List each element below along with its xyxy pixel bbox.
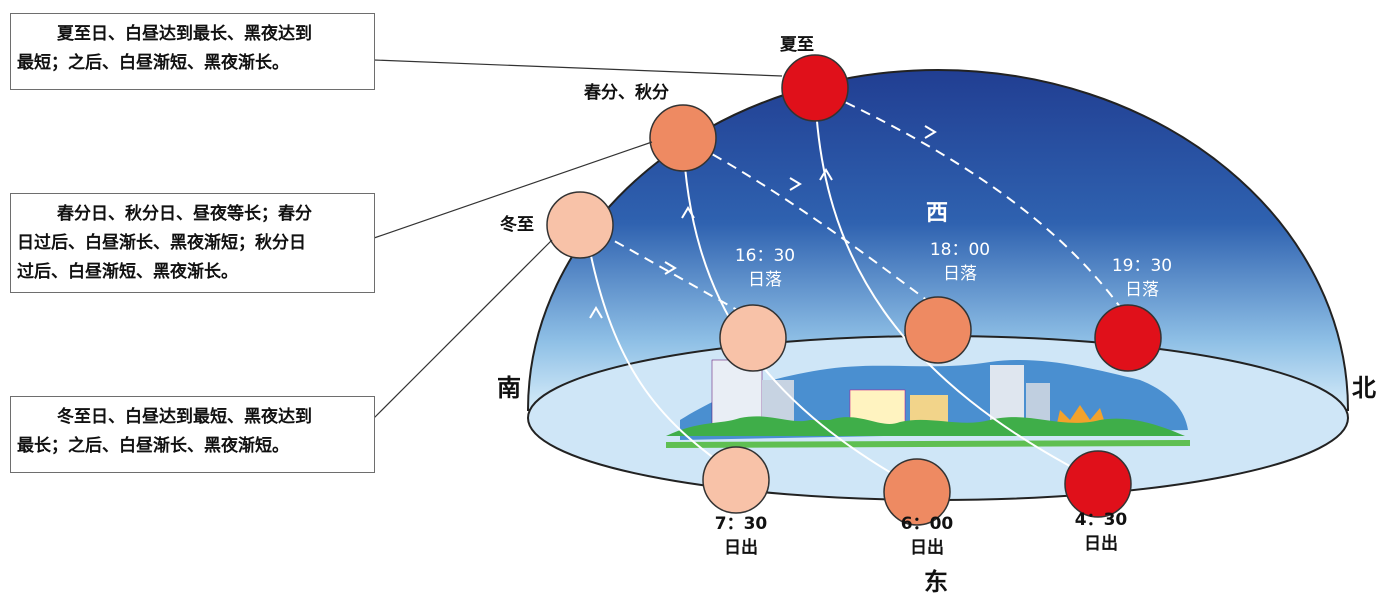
equinox-note-line3: 过后、白昼渐短、黑夜渐长。 [17,262,238,282]
summer-noon-sun [781,54,849,122]
equinox-sunset-clock: 18：00 [929,240,991,260]
equinox-note: 春分日、秋分日、昼夜等长；春分 日过后、白昼渐长、黑夜渐短；秋分日 过后、白昼渐… [10,193,375,293]
equinox-note-line1: 春分日、秋分日、昼夜等长；春分 [57,204,312,224]
winter-sunset-clock: 16：30 [734,246,796,266]
summer-solstice-note: 夏至日、白昼达到最长、黑夜达到 最短；之后、白昼渐短、黑夜渐长。 [10,13,375,90]
equinox-note-line2: 日过后、白昼渐长、黑夜渐短；秋分日 [17,233,306,253]
summer-solstice-label: 夏至 [780,35,814,55]
summer-sunrise-text: 日出 [1084,534,1118,554]
direction-west: 西 [926,201,949,226]
winter-sunset-text: 日落 [748,270,782,290]
summer-sunset-sun [1094,304,1162,372]
summer-note-line2: 最短；之后、白昼渐短、黑夜渐长。 [17,53,289,73]
equinox-label: 春分、秋分 [584,83,669,103]
city-illustration [666,359,1190,448]
winter-sunrise-clock: 7：30 [714,514,768,534]
direction-south: 南 [497,374,521,402]
summer-sunset-text: 日落 [1125,280,1159,300]
equinox-sunrise-text: 日出 [910,538,944,558]
winter-sunrise-sun [702,446,770,514]
equinox-sunrise-clock: 6：00 [900,514,954,534]
direction-east: 东 [924,568,948,596]
equinox-sunrise-sun [883,458,951,526]
summer-sunset-clock: 19：30 [1111,256,1173,276]
summer-sunrise-time: 4：30 日出 [1066,508,1136,556]
winter-sunrise-time: 7：30 日出 [706,512,776,560]
winter-noon-sun [546,191,614,259]
leader-lines [373,59,783,419]
direction-north: 北 [1352,374,1376,402]
equinox-noon-sun [649,104,717,172]
equinox-sunset-text: 日落 [943,264,977,284]
summer-sunrise-clock: 4：30 [1074,510,1128,530]
equinox-sunset-sun [904,296,972,364]
summer-note-line1: 夏至日、白昼达到最长、黑夜达到 [57,24,312,44]
winter-sunset-time: 16：30 日落 [730,244,800,292]
winter-sunset-sun [719,304,787,372]
winter-note-line1: 冬至日、白昼达到最短、黑夜达到 [57,407,312,427]
equinox-sunset-time: 18：00 日落 [920,238,1000,286]
winter-sunrise-text: 日出 [724,538,758,558]
winter-solstice-label: 冬至 [500,215,534,235]
summer-sunrise-sun [1064,450,1132,518]
summer-sunset-time: 19：30 日落 [1102,254,1182,302]
equinox-sunrise-time: 6：00 日出 [892,512,962,560]
winter-solstice-note: 冬至日、白昼达到最短、黑夜达到 最长；之后、白昼渐长、黑夜渐短。 [10,396,375,473]
winter-note-line2: 最长；之后、白昼渐长、黑夜渐短。 [17,436,289,456]
